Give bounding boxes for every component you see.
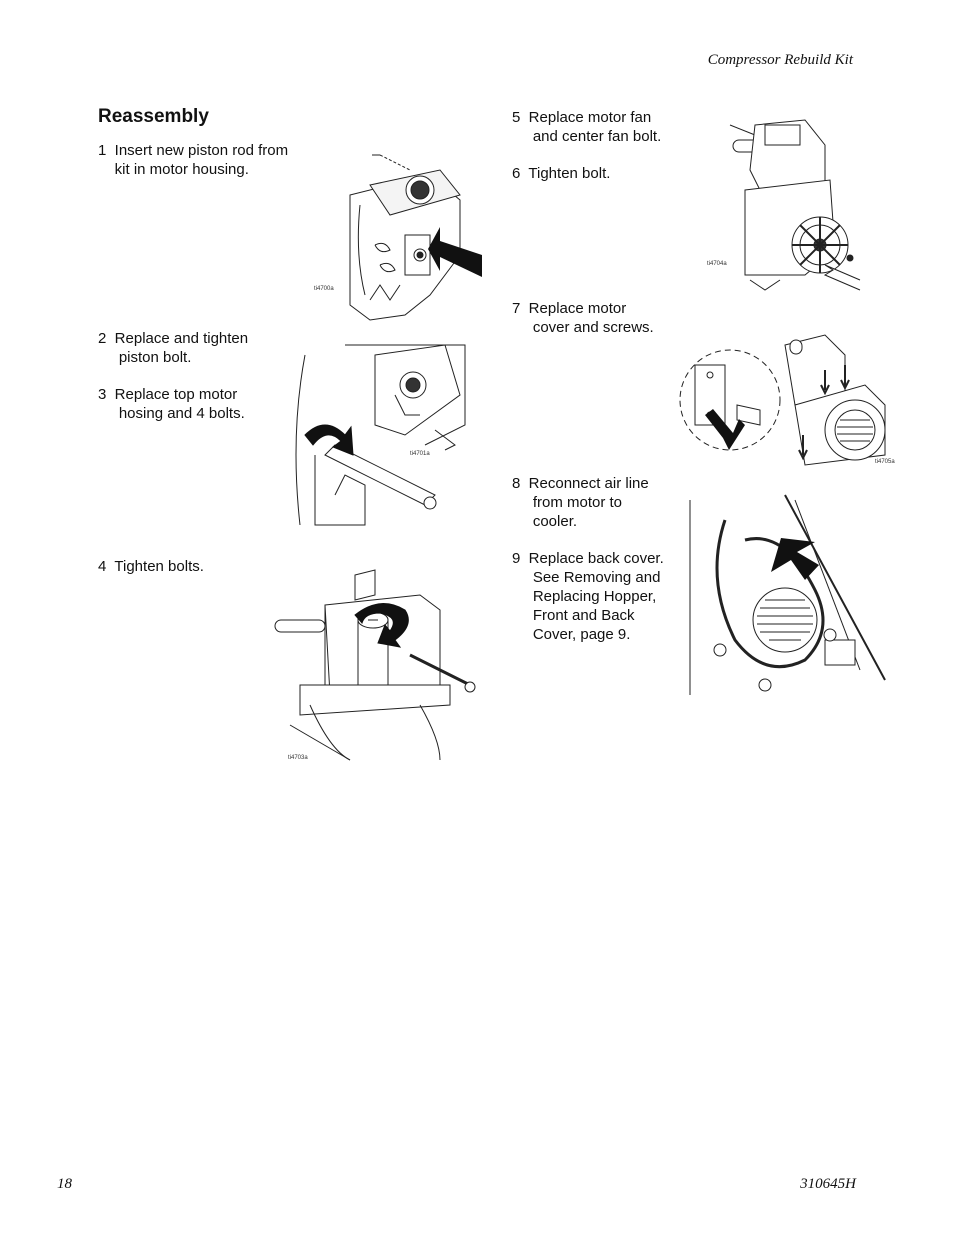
running-header: Compressor Rebuild Kit (707, 52, 853, 68)
step-4-text: 4 Tighten bolts. (98, 558, 204, 575)
figure-id-ti4703a: ti4703a (288, 755, 308, 761)
step-5-text: 5 Replace motor fan and center fan bolt. (512, 109, 662, 145)
figure-id-ti4701a: ti4701a (410, 451, 430, 457)
figure-id-ti4700a: ti4700a (314, 286, 334, 292)
step-7-text: 7 Replace motor cover and screws. (512, 300, 654, 336)
step-3-text: 3 Replace top motor hosing and 4 bolts. (98, 386, 245, 422)
figure-id-ti4704a: ti4704a (707, 261, 727, 267)
figure-tighten-bolts: ti4703a (270, 565, 480, 765)
step-1-text: 1 Insert new piston rod from kit in moto… (98, 142, 289, 178)
figure-id-ti4705a: ti4705a (875, 459, 895, 465)
step-8-text: 8 Reconnect air line from motor to coole… (512, 475, 649, 530)
figure-motor-cover: ti4705a (675, 315, 895, 480)
figure-piston-rod: ti4700a (310, 145, 490, 325)
step-6-text: 6 Tighten bolt. (512, 165, 611, 182)
section-title: Reassembly (98, 106, 209, 127)
figure-piston-bolt: ti4701a (285, 335, 475, 535)
page-number: 18 (57, 1176, 72, 1192)
document-number: 310645H (800, 1176, 856, 1192)
step-9-text: 9 Replace back cover. See Removing and R… (512, 550, 664, 643)
figure-back-cover (685, 490, 890, 700)
figure-motor-fan: ti4704a (705, 110, 895, 305)
step-2-text: 2 Replace and tighten piston bolt. (98, 330, 249, 366)
